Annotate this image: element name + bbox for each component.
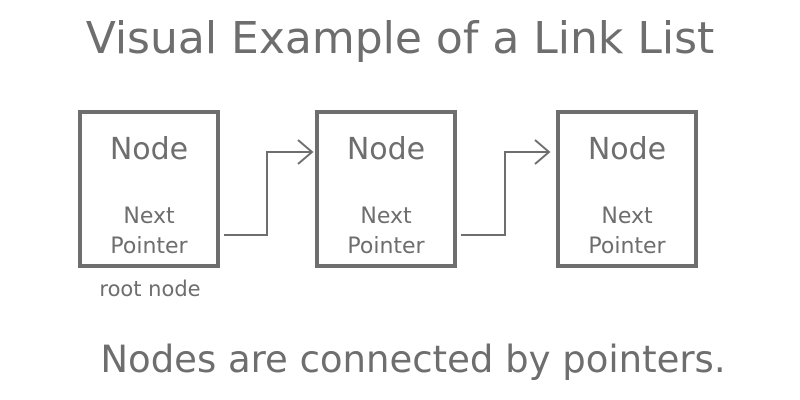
- root-node-label: root node: [99, 277, 201, 301]
- node-pointer-label: Pointer: [588, 234, 666, 259]
- pointer-arrowhead-1: [297, 139, 314, 165]
- node-label: Node: [346, 132, 426, 167]
- pointer-arrow-1: [224, 151, 312, 236]
- diagram-caption: Nodes are connected by pointers.: [100, 338, 726, 381]
- diagram-title: Visual Example of a Link List: [85, 13, 715, 64]
- node-next-label: Next: [601, 204, 653, 229]
- linked-list-node-3: Node Next Pointer: [556, 110, 698, 268]
- linked-list-node-2: Node Next Pointer: [315, 110, 457, 268]
- node-next-label: Next: [123, 204, 175, 229]
- node-pointer-label: Pointer: [347, 234, 425, 259]
- pointer-arrowhead-2: [534, 139, 551, 165]
- linked-list-node-1: Node Next Pointer: [78, 110, 220, 268]
- node-label: Node: [109, 132, 189, 167]
- pointer-arrow-2: [461, 151, 549, 236]
- node-pointer-label: Pointer: [110, 234, 188, 259]
- node-label: Node: [587, 132, 667, 167]
- node-next-label: Next: [360, 204, 412, 229]
